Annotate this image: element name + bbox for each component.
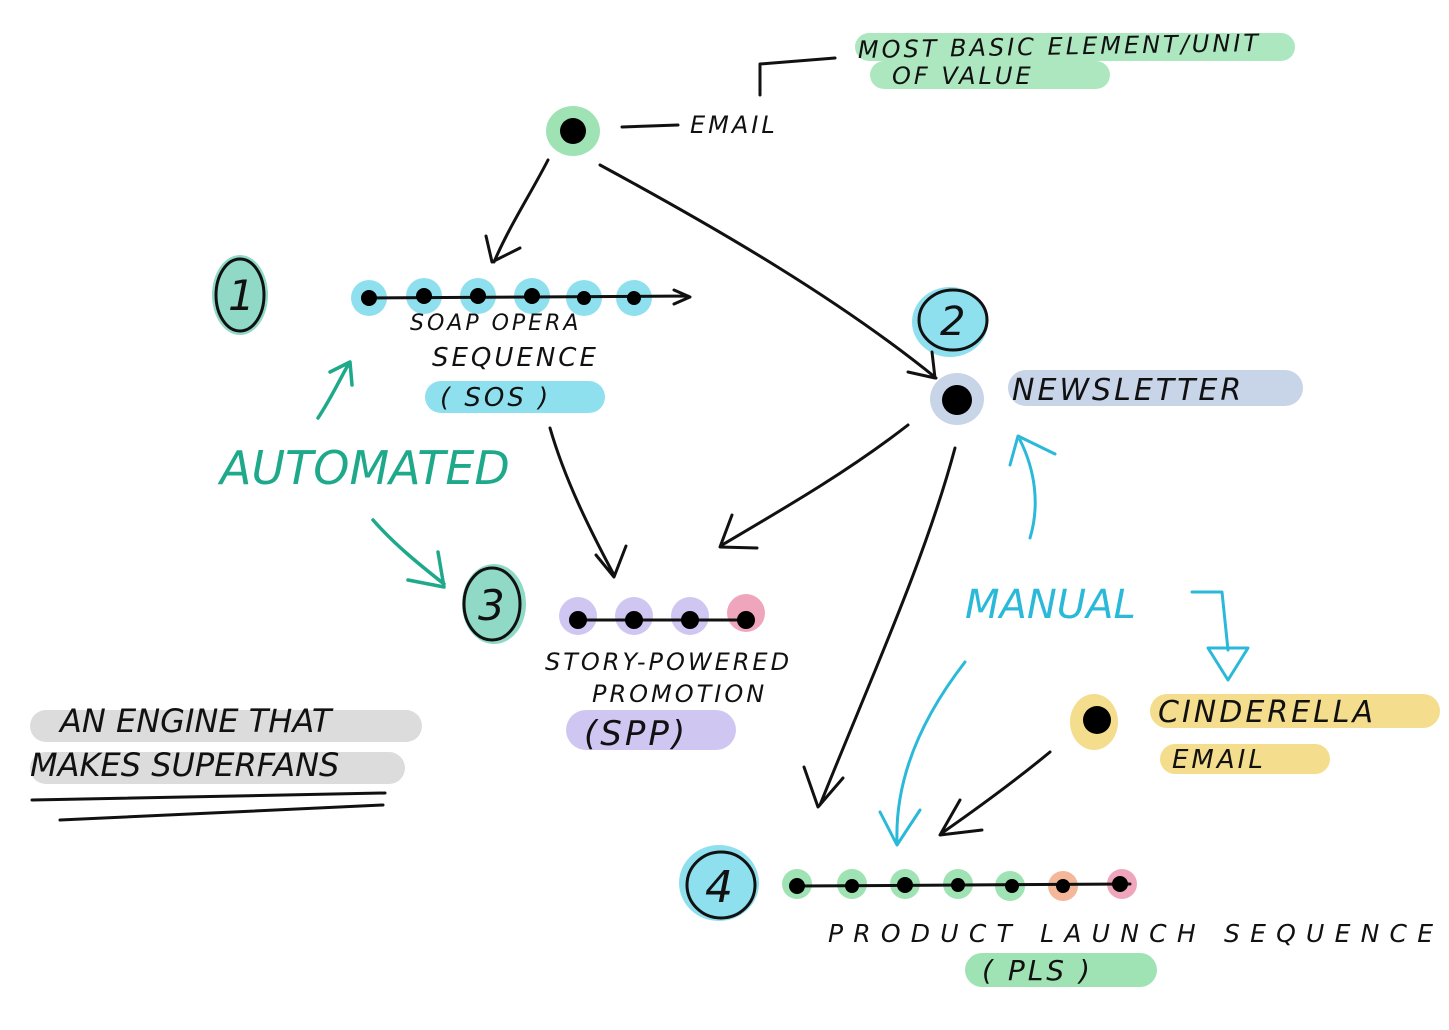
pls-dot-1 [789, 878, 805, 894]
manual-arrow-to-cinderella [1190, 590, 1250, 682]
pls-abbr-highlight [965, 953, 1157, 987]
badge-1-fill [212, 255, 268, 335]
spp-title-line1: STORY-POWERED [545, 648, 792, 676]
automated-arrow-down [371, 518, 446, 589]
sos-dot-5 [577, 291, 591, 305]
cinderella-label-line2: EMAIL [1172, 745, 1266, 775]
manual-arrow-to-pls [878, 660, 967, 847]
badge-2-outline [917, 288, 989, 352]
spp-dot-4 [737, 611, 755, 629]
cinderella-label-line1: CINDERELLA [1158, 695, 1376, 730]
sos-title-line2: SEQUENCE [432, 343, 599, 373]
spp-abbr-highlight [566, 710, 736, 750]
badge-3-outline [462, 566, 522, 642]
spp-dot-2 [625, 611, 643, 629]
engine-line2: MAKES SUPERFANS [30, 746, 339, 784]
cinderella-highlight-2 [1160, 744, 1330, 774]
sos-title-line1: SOAP OPERA [410, 311, 581, 336]
sos-abbr: ( SOS ) [440, 383, 551, 413]
badge-3-fill [462, 564, 526, 644]
newsletter-highlight [1008, 370, 1303, 406]
badge-2-number: 2 [940, 299, 965, 345]
engine-highlight-1 [30, 710, 422, 742]
pls-dot-7 [1112, 876, 1128, 892]
pls-dot-2 [845, 879, 859, 893]
engine-underline-1 [30, 791, 387, 802]
arrow-newsletter-to-pls [802, 446, 957, 809]
arrow-email-to-sos [484, 158, 550, 264]
automated-label: AUTOMATED [217, 441, 510, 495]
sos-dot-3 [470, 288, 486, 304]
badge-1-outline [214, 257, 266, 333]
sos-abbr-highlight [425, 381, 605, 413]
pls-dot-6 [1056, 879, 1070, 893]
arrow-newsletter-to-spp [718, 423, 910, 550]
newsletter-label: NEWSLETTER [1012, 373, 1244, 408]
badge-2-fill [912, 287, 988, 357]
email-label: EMAIL [690, 111, 778, 139]
spp-dot-3 [681, 611, 699, 629]
email-dash [620, 123, 680, 129]
pls-dot-3 [897, 877, 913, 893]
spp-dot-1 [569, 611, 587, 629]
email-note-line2: OF VALUE [892, 62, 1034, 90]
automated-arrow-up [316, 360, 354, 420]
manual-label: MANUAL [965, 582, 1136, 628]
badge-4-outline [685, 850, 757, 920]
manual-arrow-to-newsletter [1008, 434, 1057, 540]
arrow-email-to-newsletter [598, 163, 938, 380]
note-highlight-1 [855, 33, 1295, 61]
sos-dot-6 [627, 291, 641, 305]
engine-highlight-2 [30, 752, 405, 784]
pls-title: PRODUCT LAUNCH SEQUENCE [828, 919, 1436, 948]
engine-underline-2 [58, 803, 385, 822]
newsletter-node [942, 385, 972, 415]
spp-abbr: (SPP) [584, 714, 688, 754]
pls-dot-4 [951, 878, 965, 892]
engine-line1: AN ENGINE THAT [58, 702, 334, 740]
sos-dot-1 [361, 290, 377, 306]
badge-4-fill [679, 845, 759, 921]
note-connector [758, 56, 837, 97]
pls-dot-5 [1005, 879, 1019, 893]
sos-dot-4 [524, 288, 540, 304]
arrow-sos-to-spp [548, 426, 628, 579]
note-highlight-2 [870, 61, 1110, 89]
spp-title-line2: PROMOTION [592, 680, 767, 708]
cinderella-highlight-1 [1150, 694, 1440, 728]
sos-dot-2 [416, 288, 432, 304]
badge-3-number: 3 [478, 581, 505, 630]
email-node [560, 118, 586, 144]
badge-4-number: 4 [705, 862, 733, 913]
pls-abbr: ( PLS ) [982, 954, 1093, 987]
cinderella-node [1083, 706, 1111, 734]
arrow-cinderella-to-pls [938, 750, 1052, 837]
badge-1-number: 1 [228, 271, 255, 320]
